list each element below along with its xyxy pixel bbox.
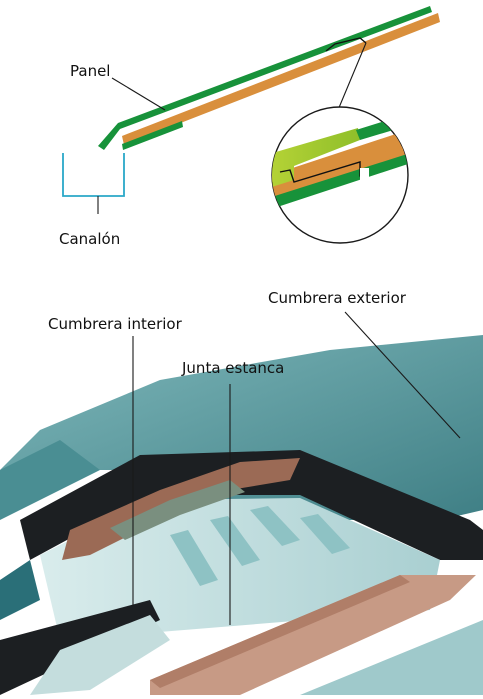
outer-ridge-leader (344, 311, 461, 439)
gutter-outline (62, 153, 125, 197)
label-outer-ridge: Cumbrera exterior (268, 289, 406, 307)
panel-skin-upper (98, 6, 432, 150)
joint-notch (325, 37, 367, 52)
ridge-illustration (0, 335, 483, 695)
panel-skin-lower (122, 121, 183, 150)
frame-dark (20, 450, 483, 560)
panel-leader (111, 77, 166, 111)
magnifier-leader (337, 42, 367, 111)
panel-core-orange (122, 13, 440, 145)
magnifier (271, 106, 409, 244)
label-gutter: Canalón (59, 230, 121, 248)
seal-strip (150, 575, 476, 695)
panel-section (98, 6, 440, 150)
deck-ribs (170, 506, 350, 586)
roof-slab (0, 335, 483, 520)
label-inner-ridge: Cumbrera interior (48, 315, 182, 333)
label-seal: Junta estanca (182, 359, 285, 377)
label-panel: Panel (70, 62, 111, 80)
